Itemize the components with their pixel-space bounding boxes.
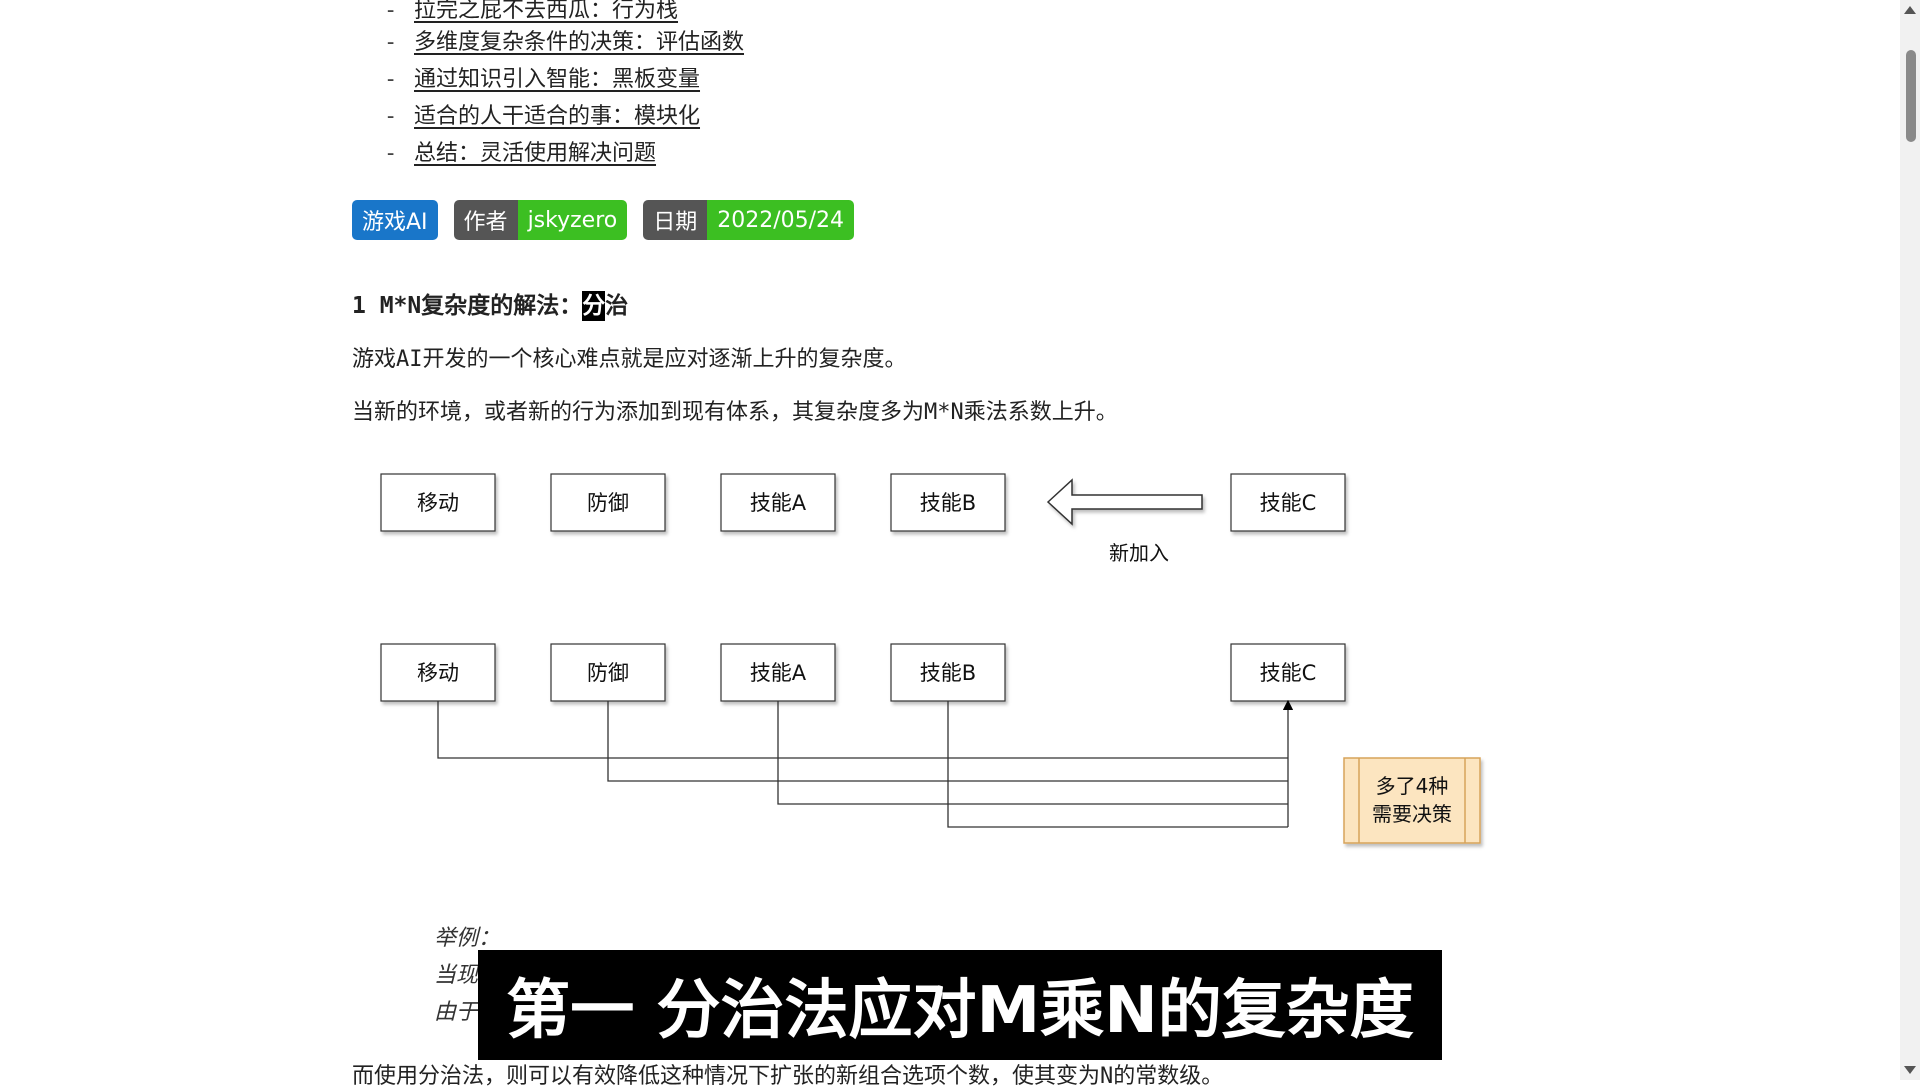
behavior-box: 防御: [550, 473, 666, 532]
behavior-box: 技能A: [720, 473, 836, 532]
new-behavior-box: 技能C: [1230, 643, 1346, 702]
toc-item[interactable]: -适合的人干适合的事：模块化: [384, 104, 701, 129]
toc-item[interactable]: -总结：灵活使用解决问题: [384, 141, 657, 166]
behavior-box: 技能B: [890, 643, 1006, 702]
author-badge: 作者 jskyzero: [453, 200, 628, 240]
toc-link[interactable]: 多维度复杂条件的决策：评估函数: [414, 30, 745, 55]
behavior-box: 移动: [380, 643, 496, 702]
complexity-diagram: 移动 防御 技能A 技能B 新加入 技能C 移动 防御: [380, 473, 1481, 844]
category-badge[interactable]: 游戏AI: [352, 200, 438, 240]
svg-text:技能C: 技能C: [1260, 661, 1317, 685]
svg-text:技能A: 技能A: [750, 491, 807, 515]
svg-text:技能B: 技能B: [920, 491, 976, 515]
scroll-thumb[interactable]: [1906, 50, 1916, 142]
toc-link[interactable]: 拉完之屁不去西瓜：行为栈: [414, 0, 679, 23]
behavior-box: 防御: [550, 643, 666, 702]
toc-link[interactable]: 适合的人干适合的事：模块化: [414, 104, 701, 129]
toc-link[interactable]: 总结：灵活使用解决问题: [414, 141, 657, 166]
new-behavior-box: 技能C: [1230, 473, 1346, 532]
video-subtitle: 第一 分治法应对M乘N的复杂度: [478, 950, 1442, 1060]
svg-text:技能A: 技能A: [750, 661, 807, 685]
svg-text:需要决策: 需要决策: [1372, 802, 1452, 826]
date-badge: 日期 2022/05/24: [643, 200, 855, 240]
svg-text:多了4种: 多了4种: [1376, 774, 1449, 798]
example-line: 由于: [434, 1000, 479, 1025]
toc-item[interactable]: -多维度复杂条件的决策：评估函数: [384, 30, 745, 55]
toc-item[interactable]: -拉完之屁不去西瓜：行为栈: [384, 0, 679, 23]
behavior-box: 技能A: [720, 643, 836, 702]
example-line: 当现: [434, 963, 479, 988]
svg-text:防御: 防御: [587, 661, 629, 685]
section-heading: 1 M*N复杂度的解法：分治: [352, 291, 629, 321]
connector-lines: [437, 699, 1294, 828]
new-arrow-icon: [1046, 478, 1203, 526]
svg-text:移动: 移动: [417, 661, 459, 685]
toc-item[interactable]: -通过知识引入智能：黑板变量: [384, 67, 701, 92]
paragraph: 当新的环境，或者新的行为添加到现有体系，其复杂度多为M*N乘法系数上升。: [352, 400, 1118, 425]
svg-text:技能B: 技能B: [920, 661, 976, 685]
example-label: 举例：: [434, 926, 501, 951]
behavior-box: 技能B: [890, 473, 1006, 532]
paragraph: 游戏AI开发的一个核心难点就是应对逐渐上升的复杂度。: [352, 347, 907, 372]
toc-link[interactable]: 通过知识引入智能：黑板变量: [414, 67, 701, 92]
svg-text:技能C: 技能C: [1260, 491, 1317, 515]
scroll-down-icon[interactable]: [1904, 1066, 1916, 1074]
vertical-scrollbar[interactable]: [1900, 0, 1920, 1080]
badge-row: 游戏AI 作者 jskyzero 日期 2022/05/24: [352, 200, 855, 240]
note-box: 多了4种 需要决策: [1343, 757, 1481, 844]
svg-text:移动: 移动: [417, 491, 459, 515]
selected-text: 分: [582, 291, 606, 321]
scroll-up-icon[interactable]: [1904, 6, 1916, 14]
paragraph: 而使用分治法，则可以有效降低这种情况下扩张的新组合选项个数，使其变为N的常数级。: [352, 1064, 1224, 1089]
behavior-box: 移动: [380, 473, 496, 532]
svg-text:防御: 防御: [587, 491, 629, 515]
arrow-label: 新加入: [1109, 541, 1169, 565]
